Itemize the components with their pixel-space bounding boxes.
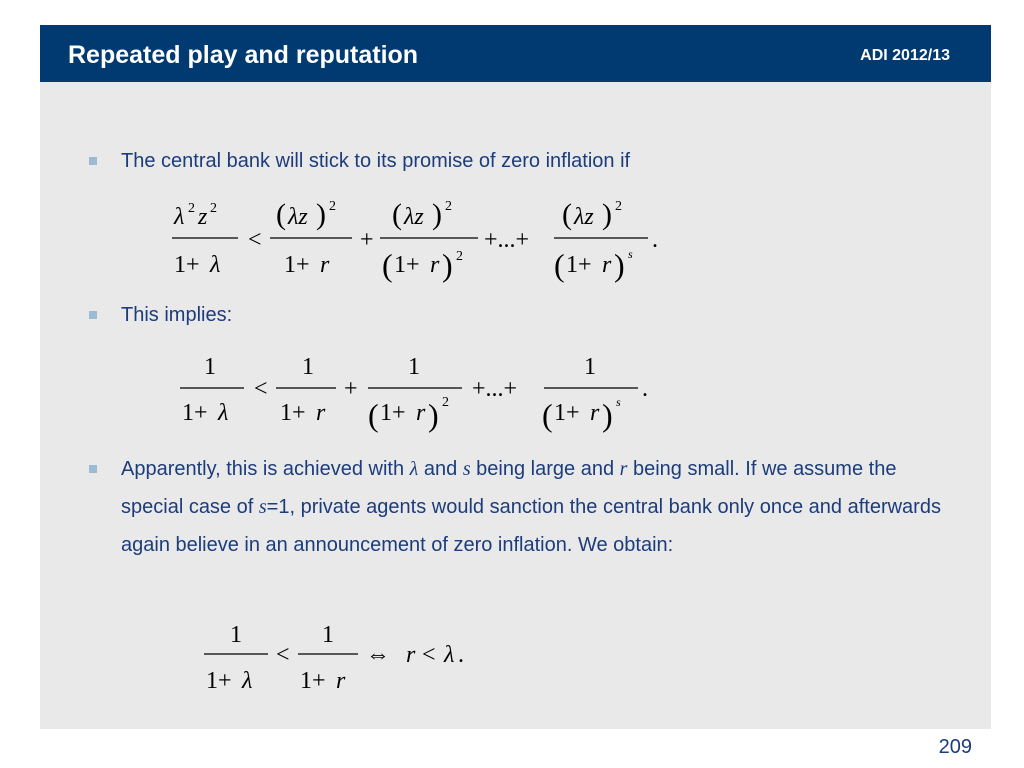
text-span: Apparently, this is achieved with [121, 458, 410, 480]
svg-text:): ) [316, 198, 326, 231]
slide-header: Repeated play and reputation ADI 2012/13 [40, 25, 991, 82]
svg-text:(: ( [382, 247, 393, 283]
svg-text:2: 2 [615, 199, 622, 214]
svg-text:λz: λz [573, 204, 594, 230]
svg-text:λ: λ [209, 252, 220, 278]
svg-text:r: r [320, 252, 330, 278]
svg-text:1+: 1+ [174, 252, 200, 278]
svg-text:): ) [614, 247, 625, 283]
svg-text:.: . [458, 642, 464, 668]
svg-text:⇔: ⇔ [366, 642, 390, 668]
svg-text:λz: λz [403, 204, 424, 230]
svg-text:.: . [642, 376, 648, 402]
svg-text:r: r [336, 668, 346, 694]
svg-text:r: r [590, 400, 600, 426]
svg-text:<: < [254, 376, 268, 402]
svg-text:λ: λ [217, 400, 228, 426]
svg-text:): ) [602, 397, 613, 433]
svg-text:1+: 1+ [394, 252, 420, 278]
svg-text:2: 2 [188, 201, 195, 216]
svg-text:2: 2 [210, 201, 217, 216]
svg-text:1+: 1+ [554, 400, 580, 426]
text-span: being small. If we assume the special ca… [121, 458, 897, 518]
svg-text:2: 2 [442, 395, 449, 410]
page-number: 209 [938, 736, 972, 758]
svg-text:s: s [616, 395, 621, 409]
svg-text:1+: 1+ [182, 400, 208, 426]
svg-text:(: ( [554, 247, 565, 283]
svg-text:1+: 1+ [300, 668, 326, 694]
lambda-symbol: λ [409, 458, 419, 480]
svg-text:λ: λ [173, 204, 184, 230]
equation-3: 1 1+ λ < 1 1+ r ⇔ r < λ . [200, 616, 520, 706]
svg-text:1+: 1+ [284, 252, 310, 278]
svg-text:<: < [422, 642, 436, 668]
svg-text:s: s [628, 247, 633, 261]
svg-text:+: + [360, 227, 374, 253]
svg-text:.: . [652, 227, 658, 253]
bullet-marker [89, 465, 97, 473]
text-span: being large and [470, 458, 620, 480]
text-span: =1, private agents would sanction the ce… [121, 496, 941, 556]
svg-text:+...+: +...+ [484, 227, 529, 253]
r-symbol: r [619, 458, 628, 480]
svg-text:<: < [276, 642, 290, 668]
bullet-marker [89, 157, 97, 165]
svg-text:λ: λ [443, 642, 454, 668]
svg-text:1: 1 [408, 354, 420, 380]
svg-text:λz: λz [287, 204, 308, 230]
svg-text:z: z [197, 204, 208, 230]
bullet-text-2: This implies: [121, 304, 233, 326]
svg-text:): ) [442, 247, 453, 283]
equation-2: 1 1+ λ < 1 1+ r + 1 ( 1+ r ) 2 +...+ 1 (… [176, 344, 696, 444]
s-symbol: s [462, 458, 471, 480]
svg-text:2: 2 [456, 249, 463, 264]
course-label: ADI 2012/13 [860, 47, 950, 64]
svg-text:r: r [602, 252, 612, 278]
bullet-text-1: The central bank will stick to its promi… [121, 150, 631, 172]
bullet-marker [89, 311, 97, 319]
equation-1: λ 2 z 2 1+ λ < ( λz ) 2 1+ r + ( λz ) 2 … [170, 192, 710, 302]
svg-text:1: 1 [204, 354, 216, 380]
svg-text:(: ( [392, 198, 402, 231]
svg-text:2: 2 [445, 199, 452, 214]
slide-title: Repeated play and reputation [68, 41, 419, 69]
svg-text:1: 1 [302, 354, 314, 380]
svg-text:+: + [344, 376, 358, 402]
svg-text:): ) [602, 198, 612, 231]
svg-text:<: < [248, 227, 262, 253]
svg-text:(: ( [276, 198, 286, 231]
svg-text:): ) [432, 198, 442, 231]
svg-text:1: 1 [230, 622, 242, 648]
svg-text:(: ( [542, 397, 553, 433]
svg-text:1: 1 [584, 354, 596, 380]
svg-text:): ) [428, 397, 439, 433]
svg-text:(: ( [562, 198, 572, 231]
svg-text:1+: 1+ [380, 400, 406, 426]
svg-text:2: 2 [329, 199, 336, 214]
svg-text:r: r [406, 642, 416, 668]
slide-content: The central bank will stick to its promi… [40, 82, 991, 729]
svg-text:1+: 1+ [280, 400, 306, 426]
svg-text:1: 1 [322, 622, 334, 648]
svg-text:1+: 1+ [566, 252, 592, 278]
svg-text:+...+: +...+ [472, 376, 517, 402]
svg-text:r: r [416, 400, 426, 426]
svg-text:r: r [316, 400, 326, 426]
svg-text:1+: 1+ [206, 668, 232, 694]
s-symbol: s [258, 496, 267, 518]
svg-text:r: r [430, 252, 440, 278]
bullet-text-3: Apparently, this is achieved with λ and … [121, 450, 951, 564]
svg-text:(: ( [368, 397, 379, 433]
svg-text:λ: λ [241, 668, 252, 694]
text-span: and [418, 458, 463, 480]
